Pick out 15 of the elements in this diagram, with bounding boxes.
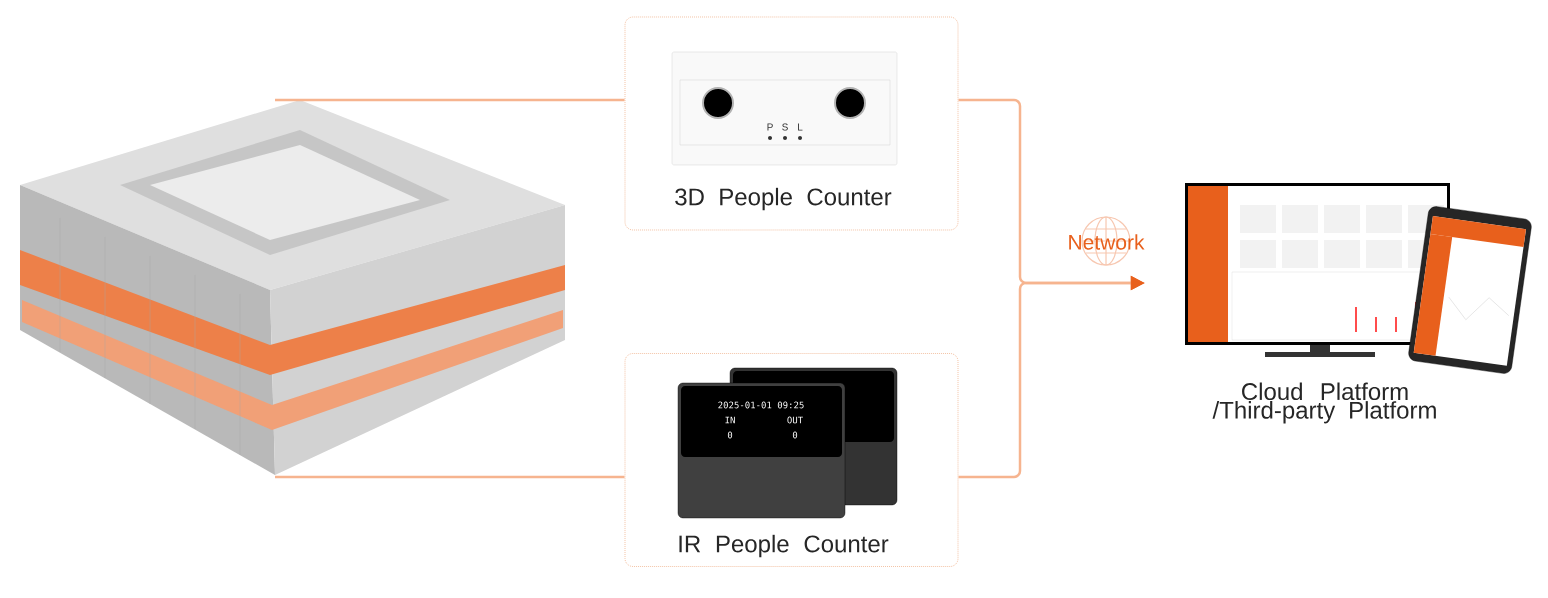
building-drawing [20, 100, 565, 475]
screen-text: 0 [727, 431, 733, 439]
screen-text: IN [725, 416, 735, 424]
connector [275, 98, 625, 102]
node-label: Cloud Platform /Third-party Platform [1212, 382, 1436, 424]
screen-text: 0 [792, 431, 798, 439]
indicator-letter: L [798, 123, 803, 131]
screen-text: OUT [787, 416, 803, 424]
indicator-letter: S [782, 123, 788, 131]
node-label: IR People Counter [679, 534, 889, 558]
screen-text: 2025-01-01 09:25 [718, 401, 804, 409]
edge-label: Network [1069, 234, 1145, 250]
connector [275, 475, 625, 479]
node-label: 3D People Counter [675, 187, 892, 211]
indicator-letter: P [767, 123, 773, 131]
